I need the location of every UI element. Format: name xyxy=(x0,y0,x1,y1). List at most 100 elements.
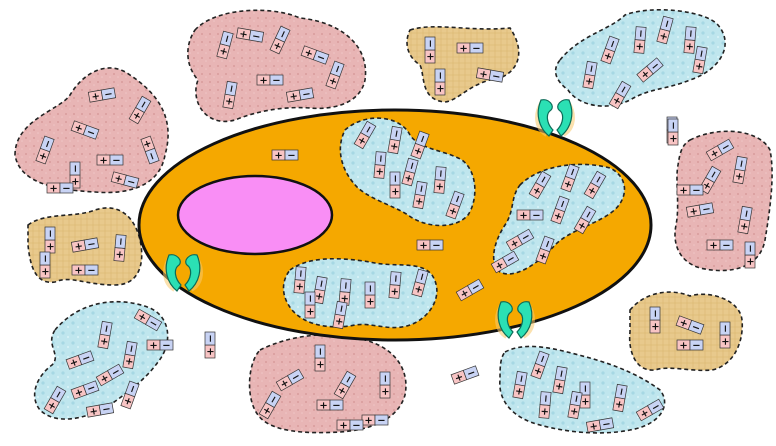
negative-sign: − xyxy=(636,29,648,38)
negative-sign: − xyxy=(46,229,57,237)
positive-sign: + xyxy=(709,241,717,252)
positive-sign: + xyxy=(99,156,107,167)
dipole: +− xyxy=(380,372,392,398)
dipole: +− xyxy=(517,210,543,222)
positive-sign: + xyxy=(540,407,552,416)
negative-sign: − xyxy=(377,416,385,427)
positive-sign: + xyxy=(295,282,307,291)
positive-sign: + xyxy=(635,42,647,51)
positive-sign: + xyxy=(721,337,732,345)
positive-sign: + xyxy=(74,266,82,277)
receptor-top xyxy=(538,100,572,136)
dipole: +− xyxy=(677,185,703,197)
positive-sign: + xyxy=(381,387,392,395)
dipole: +− xyxy=(205,332,217,358)
nucleus xyxy=(178,176,332,254)
positive-sign: + xyxy=(206,347,217,355)
positive-sign: + xyxy=(459,44,467,55)
positive-sign: + xyxy=(435,182,447,191)
negative-sign: − xyxy=(332,401,340,412)
negative-sign: − xyxy=(746,244,757,252)
positive-sign: + xyxy=(426,52,437,60)
dipole: +− xyxy=(365,282,377,308)
positive-sign: + xyxy=(41,267,52,275)
negative-sign: − xyxy=(581,384,592,392)
negative-sign: − xyxy=(541,394,553,403)
negative-sign: − xyxy=(391,174,402,182)
positive-sign: + xyxy=(679,186,687,197)
dipole: +− xyxy=(745,242,757,268)
negative-sign: − xyxy=(366,284,377,292)
dipole: +− xyxy=(45,227,57,253)
dipole: +− xyxy=(435,69,447,95)
negative-sign: − xyxy=(381,374,392,382)
positive-sign: + xyxy=(319,401,327,412)
positive-sign: + xyxy=(364,416,372,427)
negative-sign: − xyxy=(472,44,480,55)
positive-sign: + xyxy=(391,187,402,195)
negative-sign: − xyxy=(722,241,730,252)
negative-sign: − xyxy=(532,211,540,222)
positive-sign: + xyxy=(419,241,427,252)
negative-sign: − xyxy=(436,71,447,79)
dipole: +− xyxy=(417,240,443,252)
negative-sign: − xyxy=(316,347,327,355)
negative-sign: − xyxy=(721,324,732,332)
dipole: +− xyxy=(707,240,733,252)
positive-sign: + xyxy=(436,84,447,92)
positive-sign: + xyxy=(390,287,402,296)
positive-sign: + xyxy=(519,211,527,222)
negative-sign: − xyxy=(87,266,95,277)
negative-sign: − xyxy=(341,281,353,290)
negative-sign: − xyxy=(62,184,70,195)
negative-sign: − xyxy=(287,151,295,162)
positive-sign: + xyxy=(115,250,127,259)
negative-sign: − xyxy=(426,39,437,47)
positive-sign: + xyxy=(49,184,57,195)
negative-sign: − xyxy=(692,341,700,352)
positive-sign: + xyxy=(316,360,327,368)
dipole: +− xyxy=(668,119,680,145)
positive-sign: + xyxy=(651,322,662,330)
negative-sign: − xyxy=(376,154,388,163)
positive-sign: + xyxy=(375,167,387,176)
negative-sign: − xyxy=(116,237,128,246)
dipole: +− xyxy=(650,307,662,333)
negative-sign: − xyxy=(651,309,662,317)
negative-sign: − xyxy=(41,254,52,262)
negative-sign: − xyxy=(692,186,700,197)
negative-sign: − xyxy=(352,421,360,432)
negative-sign: − xyxy=(296,269,308,278)
positive-sign: + xyxy=(669,134,680,142)
negative-sign: − xyxy=(686,29,698,38)
negative-sign: − xyxy=(669,121,680,129)
dipole: +− xyxy=(315,345,327,371)
dipole: +− xyxy=(97,155,123,167)
dipole: +− xyxy=(72,265,98,277)
positive-sign: + xyxy=(366,297,377,305)
positive-sign: + xyxy=(274,151,282,162)
dipole: +− xyxy=(457,43,483,55)
positive-sign: + xyxy=(746,257,757,265)
positive-sign: + xyxy=(259,76,267,87)
dipole: +− xyxy=(451,366,479,386)
dipole: +− xyxy=(362,415,388,427)
negative-sign: − xyxy=(112,156,120,167)
dipole: +− xyxy=(720,322,732,348)
positive-sign: + xyxy=(149,341,157,352)
dipole: +− xyxy=(677,340,703,352)
dipole: +− xyxy=(425,37,437,63)
negative-sign: − xyxy=(162,341,170,352)
dipole: +− xyxy=(147,340,173,352)
positive-sign: + xyxy=(339,421,347,432)
negative-sign: − xyxy=(391,274,403,283)
tan-cluster-top xyxy=(407,27,519,102)
dipole: +− xyxy=(257,75,283,87)
positive-sign: + xyxy=(46,242,57,250)
dipole: +− xyxy=(337,420,363,432)
dipole: +− xyxy=(47,183,73,195)
negative-sign: − xyxy=(306,294,317,302)
dipole: +− xyxy=(272,150,298,162)
